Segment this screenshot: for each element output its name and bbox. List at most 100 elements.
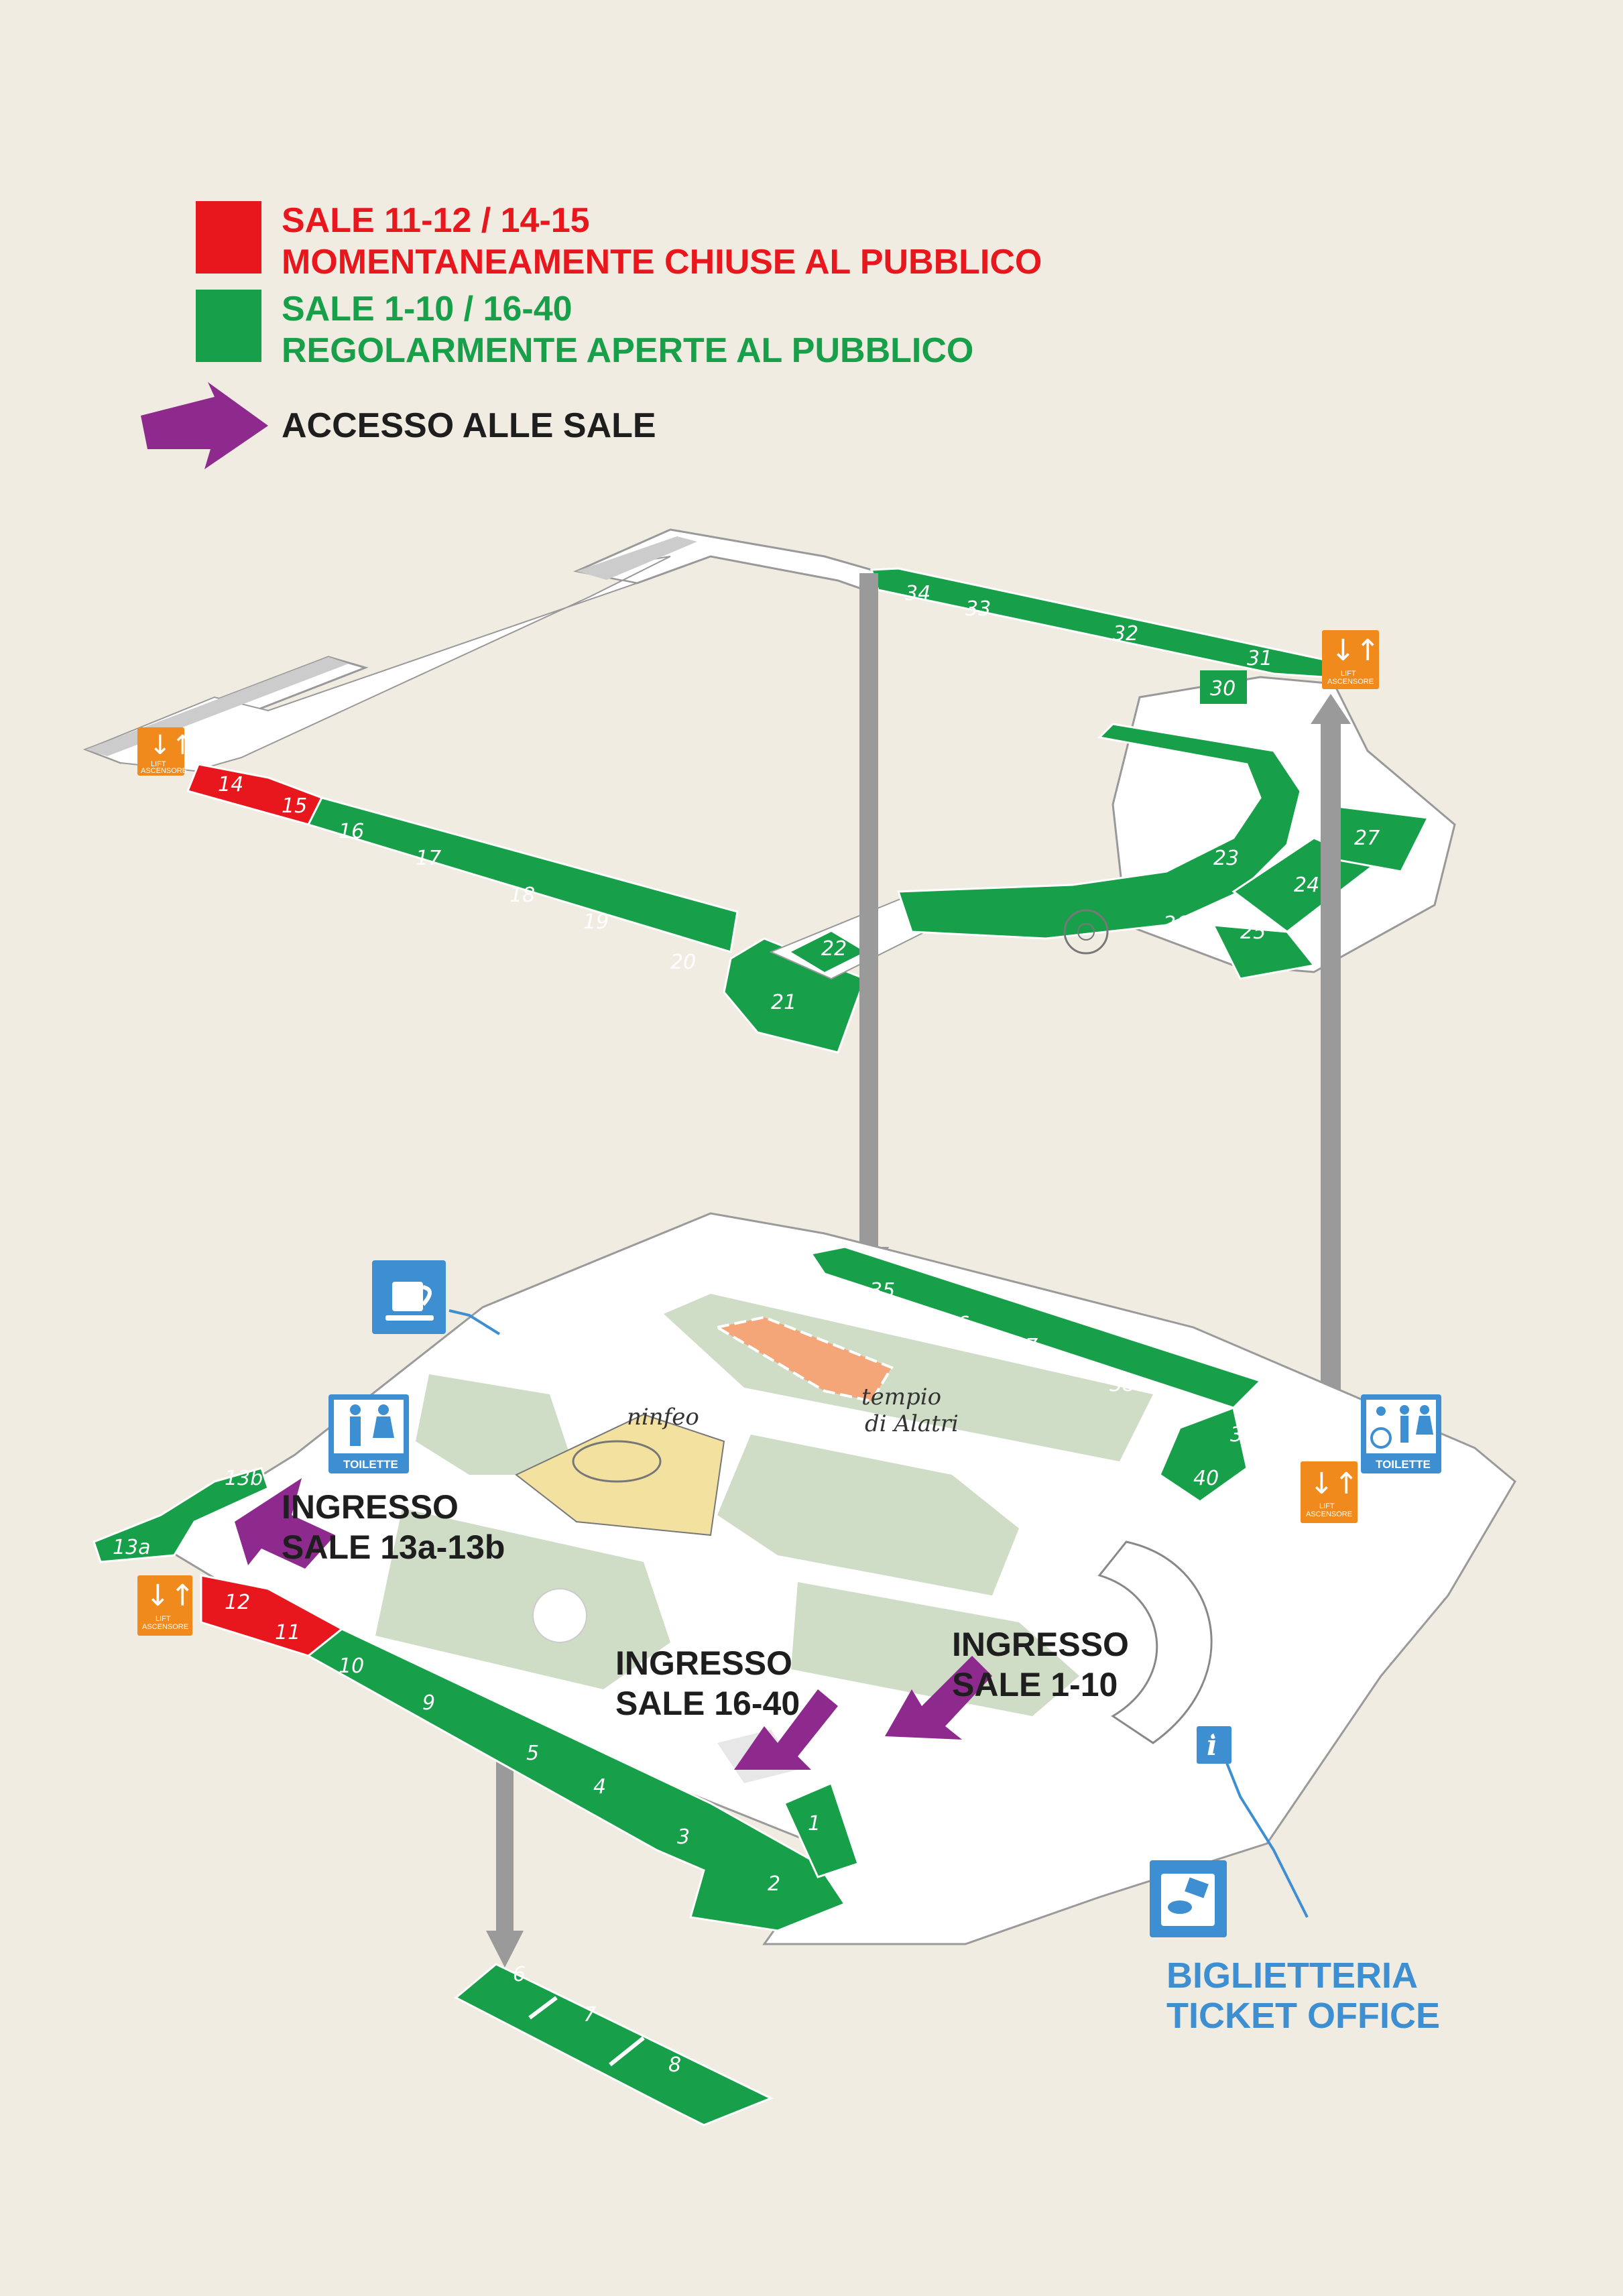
- room-25: 25: [1240, 920, 1266, 944]
- room-27: 27: [1354, 827, 1380, 850]
- lift-icon-upper-left: ↓↑ LIFT ASCENSORE: [137, 727, 194, 776]
- entrance-16-line2: SALE 16-40: [615, 1685, 800, 1722]
- legend-access: ACCESSO ALLE SALE: [141, 382, 1067, 469]
- room-8: 8: [668, 2053, 681, 2077]
- toilet-icon-left: TOILETTE: [328, 1394, 409, 1473]
- room-13b: 13b: [225, 1467, 263, 1490]
- entrance-13-line2: SALE 13a-13b: [282, 1528, 505, 1566]
- room-14: 14: [218, 773, 243, 796]
- room-1: 1: [808, 1812, 821, 1835]
- room-26: 26: [1163, 912, 1189, 936]
- upper-west-wing-open: [306, 796, 739, 953]
- upper-floor: ↓↑ LIFT ASCENSORE ↓↑ LIFT ASCENSORE 34 3…: [82, 528, 1456, 1054]
- svg-text:ASCENSORE: ASCENSORE: [142, 1623, 188, 1631]
- floor-connector-arrows: [486, 573, 1351, 1968]
- ticket-office-line2: TICKET OFFICE: [1166, 1996, 1440, 2036]
- room-37: 37: [1012, 1335, 1038, 1358]
- entrance-1-line1: INGRESSO: [952, 1626, 1129, 1663]
- lift-icon-ground-left: ↓↑ LIFT ASCENSORE: [137, 1575, 195, 1636]
- ninfeo-area: [515, 1413, 725, 1536]
- svg-text:ASCENSORE: ASCENSORE: [1327, 678, 1374, 686]
- svg-text:LIFT: LIFT: [1341, 670, 1356, 678]
- legend-access-label: ACCESSO ALLE SALE: [282, 406, 656, 445]
- legend-closed-line1: SALE 11-12 / 14-15: [282, 201, 590, 240]
- legend-open-line1: SALE 1-10 / 16-40: [282, 290, 573, 328]
- entrance-1-line2: SALE 1-10: [952, 1666, 1118, 1703]
- lower-rooms: [454, 1963, 774, 2126]
- svg-text:TOILETTE: TOILETTE: [1376, 1458, 1431, 1471]
- legend-closed-line2: MOMENTANEAMENTE CHIUSE AL PUBBLICO: [282, 243, 1042, 282]
- svg-text:↓↑: ↓↑: [1309, 1467, 1359, 1501]
- room-24: 24: [1294, 873, 1319, 897]
- label-ninfeo: ninfeo: [627, 1404, 699, 1431]
- legend-closed-swatch: [196, 201, 261, 274]
- room-39: 39: [1230, 1423, 1256, 1447]
- room-23: 23: [1213, 847, 1239, 870]
- entrance-16-line1: INGRESSO: [615, 1644, 792, 1682]
- svg-text:LIFT: LIFT: [151, 760, 166, 768]
- legend-open-text: SALE 1-10 / 16-40 REGOLARMENTE APERTE AL…: [282, 288, 973, 371]
- legend-open: SALE 1-10 / 16-40 REGOLARMENTE APERTE AL…: [196, 290, 1067, 370]
- room-18: 18: [509, 884, 535, 907]
- svg-text:↓↑: ↓↑: [145, 1579, 195, 1613]
- ticket-office-line1: BIGLIETTERIA: [1166, 1955, 1418, 1996]
- room-22: 22: [821, 937, 847, 961]
- room-35: 35: [869, 1279, 895, 1303]
- room-20: 20: [670, 951, 696, 974]
- room-21: 21: [771, 991, 796, 1014]
- toilet-icon-right: TOILETTE: [1361, 1394, 1441, 1473]
- legend-open-line2: REGOLARMENTE APERTE AL PUBBLICO: [282, 331, 974, 370]
- room-13a: 13a: [113, 1536, 151, 1559]
- label-tempio: tempio: [861, 1384, 941, 1410]
- label-di-alatri: di Alatri: [865, 1410, 959, 1437]
- lift-icon-ground-right: ↓↑ LIFT ASCENSORE: [1301, 1461, 1359, 1523]
- upper-curved-room: [896, 723, 1302, 940]
- lift-icon-upper-right: ↓↑ LIFT ASCENSORE: [1322, 630, 1380, 689]
- cafe-icon: [372, 1260, 446, 1334]
- room-7: 7: [583, 2003, 596, 2027]
- legend-access-arrow-icon: [141, 382, 268, 469]
- room-4: 4: [593, 1775, 606, 1799]
- room-9: 9: [422, 1691, 435, 1715]
- legend-open-swatch: [196, 290, 261, 362]
- svg-text:ASCENSORE: ASCENSORE: [1306, 1510, 1352, 1518]
- room-11: 11: [275, 1621, 300, 1644]
- room-6: 6: [513, 1963, 526, 1986]
- room-38: 38: [1109, 1373, 1135, 1396]
- svg-text:TOILETTE: TOILETTE: [343, 1458, 398, 1471]
- room-12: 12: [225, 1591, 250, 1614]
- svg-text:i: i: [1207, 1729, 1217, 1762]
- ticket-icon: [1150, 1860, 1227, 1937]
- legend-closed-text: SALE 11-12 / 14-15 MOMENTANEAMENTE CHIUS…: [282, 200, 1042, 283]
- room-2: 2: [768, 1872, 780, 1896]
- entrance-arrow-1: [885, 1656, 992, 1740]
- room-5: 5: [526, 1742, 539, 1765]
- room-30: 30: [1210, 677, 1236, 701]
- svg-text:↓↑: ↓↑: [1331, 633, 1380, 668]
- room-19: 19: [583, 910, 609, 934]
- room-32: 32: [1113, 622, 1138, 646]
- room-40: 40: [1193, 1467, 1219, 1490]
- room-36: 36: [944, 1313, 969, 1336]
- tempio-di-alatri-area: [713, 1315, 894, 1403]
- legend-closed: SALE 11-12 / 14-15 MOMENTANEAMENTE CHIUS…: [196, 201, 1067, 282]
- svg-text:LIFT: LIFT: [1319, 1502, 1335, 1510]
- svg-text:↓↑: ↓↑: [149, 730, 194, 761]
- ground-south-wing: [306, 1628, 847, 1932]
- ground-floor: 35 36 37 38 39 40 13b 13a 12 11 10 9 5 4…: [93, 1212, 1516, 2036]
- room-15: 15: [282, 794, 307, 818]
- room-31: 31: [1247, 647, 1272, 670]
- room-33: 33: [965, 597, 991, 621]
- ground-north-wing: [809, 1246, 1262, 1409]
- svg-text:LIFT: LIFT: [156, 1615, 171, 1623]
- room-16: 16: [339, 820, 364, 843]
- entrance-arrow-13: [235, 1478, 335, 1569]
- room-10: 10: [339, 1654, 364, 1678]
- room-17: 17: [416, 847, 441, 870]
- room-3: 3: [677, 1825, 690, 1849]
- entrance-arrow-16: [734, 1689, 838, 1770]
- lower-floor: 6 7 8: [454, 1963, 774, 2126]
- entrance-13-line1: INGRESSO: [282, 1488, 459, 1526]
- ground-west-wing: [93, 1467, 269, 1563]
